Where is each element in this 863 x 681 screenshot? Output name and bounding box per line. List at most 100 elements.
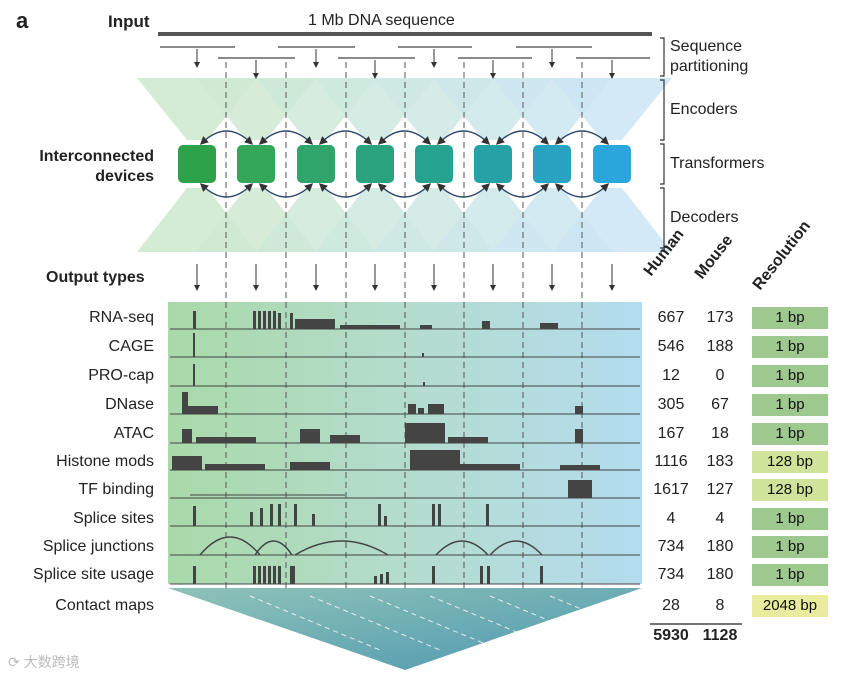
- signal-peak: [290, 566, 295, 584]
- signal-peak: [575, 406, 583, 414]
- row-human-count: 1617: [653, 481, 689, 498]
- sequence-partitions: [160, 46, 650, 79]
- signal-peak: [482, 321, 490, 329]
- signal-peak: [486, 504, 489, 526]
- signal-peak: [263, 566, 266, 584]
- signal-peak: [290, 313, 293, 329]
- row-mouse-count: 180: [706, 566, 734, 583]
- device-link-bottom: [377, 183, 432, 198]
- output-tracks: [170, 311, 640, 585]
- signal-peak: [405, 423, 445, 443]
- signal-peak: [273, 566, 276, 584]
- device-link-top: [495, 130, 550, 145]
- stage-transformers: Transformers: [670, 155, 765, 172]
- row-resolution-badge: 2048 bp: [752, 595, 828, 617]
- row-resolution-badge: 1 bp: [752, 423, 828, 445]
- signal-peak: [540, 566, 543, 584]
- row-human-count: 4: [666, 510, 676, 527]
- row-mouse-count: 18: [711, 425, 729, 442]
- signal-peak: [438, 504, 441, 526]
- row-mouse-count: 4: [715, 510, 725, 527]
- signal-peak: [263, 311, 266, 329]
- device-link-top: [318, 130, 373, 145]
- row-mouse-count: 67: [711, 396, 729, 413]
- row-label-0: RNA-seq: [89, 309, 154, 326]
- row-label-9: Splice site usage: [33, 566, 154, 583]
- device-link-top: [554, 130, 610, 145]
- contact-diagonal: [189, 595, 321, 651]
- device-link-bottom: [554, 183, 610, 198]
- device-box: [533, 145, 571, 183]
- contact-diagonal: [489, 595, 621, 651]
- signal-peak: [260, 508, 263, 526]
- row-resolution-badge: 128 bp: [752, 479, 828, 501]
- row-mouse-count: 127: [706, 481, 734, 498]
- signal-peak: [294, 504, 297, 526]
- row-human-count: 167: [657, 425, 685, 442]
- signal-peak: [330, 435, 360, 443]
- contact-map-texture: [189, 595, 681, 651]
- total-mouse: 1128: [702, 627, 738, 644]
- device-box: [356, 145, 394, 183]
- stage-encoders: Encoders: [670, 101, 738, 118]
- contact-diagonal: [309, 595, 441, 651]
- signal-peak: [193, 364, 195, 386]
- panel-letter: a: [16, 8, 29, 33]
- signal-peak: [268, 311, 271, 329]
- row-mouse-count: 173: [706, 309, 734, 326]
- contact-diagonal: [369, 595, 501, 651]
- contact-diagonal: [549, 595, 681, 651]
- row-human-count: 28: [662, 597, 680, 614]
- row-human-count: 12: [662, 367, 680, 384]
- signal-peak: [268, 566, 271, 584]
- device-link-bottom: [258, 183, 314, 198]
- signal-peak: [460, 464, 520, 470]
- stage-decoders: Decoders: [670, 209, 739, 226]
- row-label-3: DNase: [105, 396, 154, 413]
- output-arrows: [194, 264, 615, 291]
- row-resolution-badge: 1 bp: [752, 307, 828, 329]
- row-label-7: Splice sites: [73, 510, 154, 527]
- device-link-top: [436, 130, 491, 145]
- signal-peak: [253, 566, 256, 584]
- signal-peak: [300, 429, 320, 443]
- device-box: [178, 145, 216, 183]
- row-resolution-badge: 1 bp: [752, 508, 828, 530]
- signal-peak: [278, 313, 281, 329]
- splice-junction-arc: [199, 536, 261, 556]
- row-resolution-badge: 128 bp: [752, 451, 828, 473]
- signal-peak: [205, 464, 265, 470]
- row-label-2: PRO-cap: [88, 367, 154, 384]
- device-link-bottom: [436, 183, 491, 198]
- signal-peak: [312, 514, 315, 526]
- stage-label-line2: partitioning: [670, 58, 749, 75]
- row-mouse-count: 188: [706, 338, 734, 355]
- row-human-count: 305: [657, 396, 685, 413]
- row-label-6: TF binding: [78, 481, 154, 498]
- watermark-logo-icon: ⟳: [8, 654, 20, 670]
- row-label-1: CAGE: [108, 338, 154, 355]
- signal-peak: [384, 516, 387, 526]
- stage-brackets: [660, 37, 665, 249]
- total-human: 5930: [653, 627, 689, 644]
- input-label: Input: [108, 12, 150, 31]
- signal-peak: [278, 504, 281, 526]
- signal-peak: [193, 506, 196, 526]
- stage-sequence-partitioning: Sequence partitioning: [670, 37, 748, 77]
- splice-junction-arc: [254, 540, 293, 556]
- device-link-bottom: [199, 183, 254, 198]
- row-resolution-badge: 1 bp: [752, 564, 828, 586]
- device-box: [297, 145, 335, 183]
- signal-peak: [540, 323, 558, 329]
- signal-peak: [380, 574, 383, 584]
- row-label-4: ATAC: [113, 425, 154, 442]
- devices-label: Interconnected devices: [20, 147, 154, 187]
- signal-peak: [448, 437, 488, 443]
- output-types-label: Output types: [46, 269, 145, 286]
- signal-peak: [420, 325, 432, 329]
- signal-peak: [410, 450, 460, 470]
- signal-peak: [290, 462, 330, 470]
- signal-peak: [193, 311, 196, 329]
- signal-peak: [423, 382, 425, 386]
